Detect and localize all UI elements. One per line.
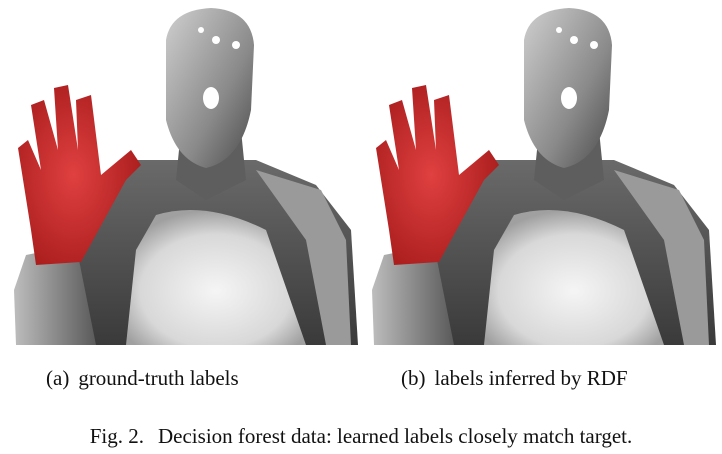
depth-image-rdf-inferred xyxy=(364,0,716,345)
subcaption-b-text: labels inferred by RDF xyxy=(434,366,628,390)
figure-label: Fig. 2. xyxy=(89,424,144,448)
subcaption-a: (a) ground-truth labels xyxy=(46,366,239,391)
figure-caption: Fig. 2. Decision forest data: learned lab… xyxy=(0,424,722,449)
subcaption-a-text: ground-truth labels xyxy=(78,366,239,390)
subcaption-b-tag: (b) xyxy=(401,366,426,390)
subcaption-a-tag: (a) xyxy=(46,366,70,390)
figure-caption-text: Decision forest data: learned labels clo… xyxy=(158,424,633,448)
depth-image-ground-truth xyxy=(6,0,358,345)
subcaption-b: (b) labels inferred by RDF xyxy=(401,366,628,391)
